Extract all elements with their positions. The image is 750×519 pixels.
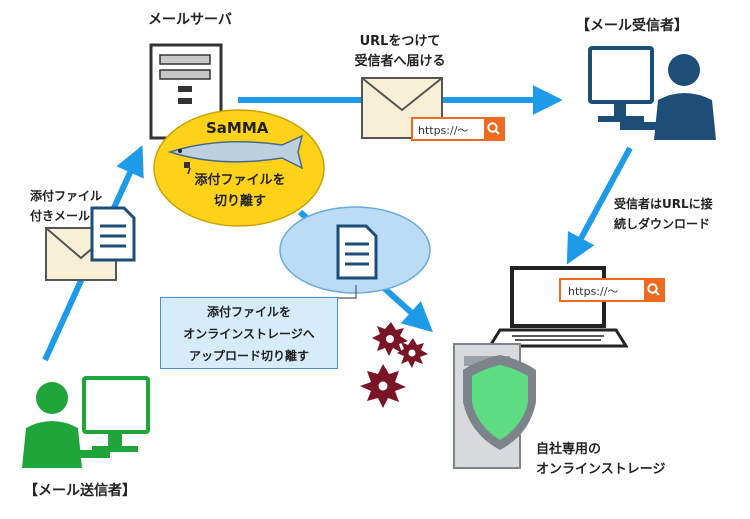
virus-icon-3 <box>360 364 406 408</box>
samma-filter <box>153 109 325 227</box>
receiver-person-icon <box>588 46 716 140</box>
detached-document-bubble <box>279 206 431 294</box>
url-mail-envelope-icon <box>361 77 443 139</box>
storage-label: 自社専用のオンラインストレージ <box>536 442 666 477</box>
virus-icon-2 <box>397 338 428 368</box>
attachment-document-icon <box>90 206 136 262</box>
samma-title: SaMMA <box>206 119 269 137</box>
upload-callout: 添付ファイルをオンラインストレージへアップロード切り離す <box>160 297 338 369</box>
samma-body: 添付ファイルを切り離す <box>194 173 286 209</box>
server-icon <box>149 43 223 140</box>
url-note-label: URLをつけて受信者へ届ける <box>354 34 446 69</box>
attached-mail-label: 添付ファイル付きメール <box>30 189 103 223</box>
arrow-receiver-to-laptop <box>566 146 633 265</box>
receiver-note-label: 受信者はURLに接続しダウンロード <box>614 197 713 231</box>
url-text-laptop: https://～ <box>568 285 619 298</box>
receiver-label: 【メール受信者】 <box>576 18 688 34</box>
url-text-top: https://～ <box>418 124 469 137</box>
sender-person-icon <box>22 376 150 468</box>
shield-icon <box>463 355 536 450</box>
url-box-laptop <box>559 278 665 302</box>
fish-icon <box>167 134 304 175</box>
virus-icon-1 <box>372 322 408 356</box>
url-box-top <box>411 117 505 141</box>
sender-label: 【メール送信者】 <box>24 483 136 499</box>
callout-connector <box>338 285 357 299</box>
mail-server-label: メールサーバ <box>148 12 232 28</box>
